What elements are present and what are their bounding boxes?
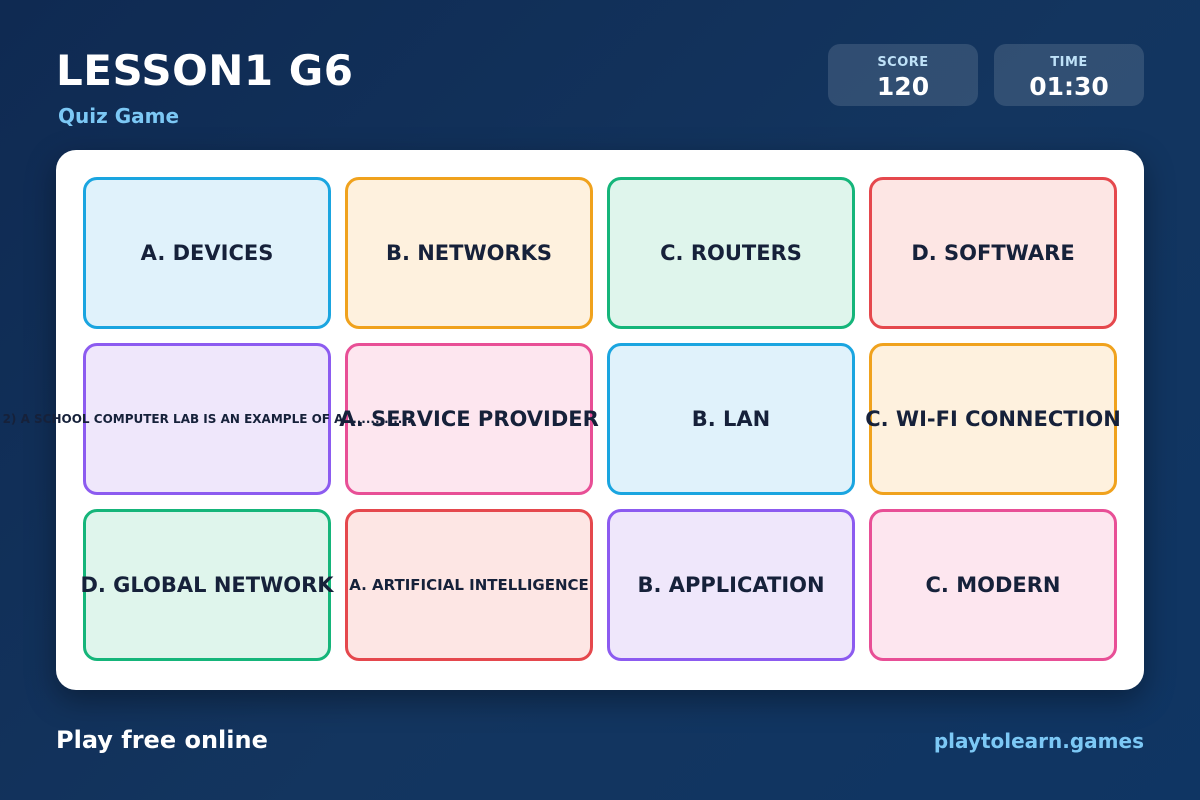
score-label: SCORE bbox=[877, 55, 929, 70]
tile-label: D. SOFTWARE bbox=[911, 241, 1075, 265]
tile-label: B. APPLICATION bbox=[637, 573, 825, 597]
tile-label: C. MODERN bbox=[925, 573, 1061, 597]
time-value: 01:30 bbox=[1029, 72, 1109, 101]
answer-tile[interactable]: A. SERVICE PROVIDER bbox=[339, 343, 599, 495]
answer-tile[interactable]: A. DEVICES bbox=[83, 177, 331, 329]
tile-label: A. ARTIFICIAL INTELLIGENCE bbox=[349, 576, 589, 594]
score-value: 120 bbox=[876, 72, 930, 101]
answer-tile[interactable]: B. NETWORKS bbox=[345, 177, 593, 329]
game-subtitle: Quiz Game bbox=[58, 104, 180, 128]
answer-tile[interactable]: D. SOFTWARE bbox=[869, 177, 1117, 329]
tile-label: D. GLOBAL NETWORK bbox=[80, 573, 334, 597]
time-box: TIME 01:30 bbox=[994, 44, 1144, 106]
tile-grid: A. DEVICES B. NETWORKS C. ROUTERS D. SOF… bbox=[3, 177, 1121, 661]
game-title: LESSON1 G6 bbox=[56, 46, 354, 95]
answer-tile[interactable]: C. WI-FI CONNECTION bbox=[865, 343, 1121, 495]
answer-tile[interactable]: B. LAN bbox=[607, 343, 855, 495]
answer-tile[interactable]: B. APPLICATION bbox=[607, 509, 855, 661]
tile-label: A. DEVICES bbox=[140, 241, 274, 265]
question-tile[interactable]: 2) A SCHOOL COMPUTER LAB IS AN EXAMPLE O… bbox=[3, 343, 411, 495]
answer-tile[interactable]: C. MODERN bbox=[869, 509, 1117, 661]
score-box: SCORE 120 bbox=[828, 44, 978, 106]
tile-label: 2) A SCHOOL COMPUTER LAB IS AN EXAMPLE O… bbox=[2, 412, 412, 426]
footer-tagline: Play free online bbox=[56, 726, 268, 754]
tile-label: B. NETWORKS bbox=[385, 241, 553, 265]
time-label: TIME bbox=[1050, 55, 1088, 70]
game-board: A. DEVICES B. NETWORKS C. ROUTERS D. SOF… bbox=[3, 150, 1144, 690]
tile-label: C. WI-FI CONNECTION bbox=[865, 407, 1121, 431]
tile-label: B. LAN bbox=[691, 407, 771, 431]
answer-tile[interactable]: D. GLOBAL NETWORK bbox=[80, 509, 334, 661]
answer-tile[interactable]: C. ROUTERS bbox=[607, 177, 855, 329]
tile-label: C. ROUTERS bbox=[660, 241, 802, 265]
tile-label: A. SERVICE PROVIDER bbox=[339, 407, 599, 431]
answer-tile[interactable]: A. ARTIFICIAL INTELLIGENCE bbox=[345, 509, 593, 661]
site-link[interactable]: playtolearn.games bbox=[933, 729, 1144, 753]
